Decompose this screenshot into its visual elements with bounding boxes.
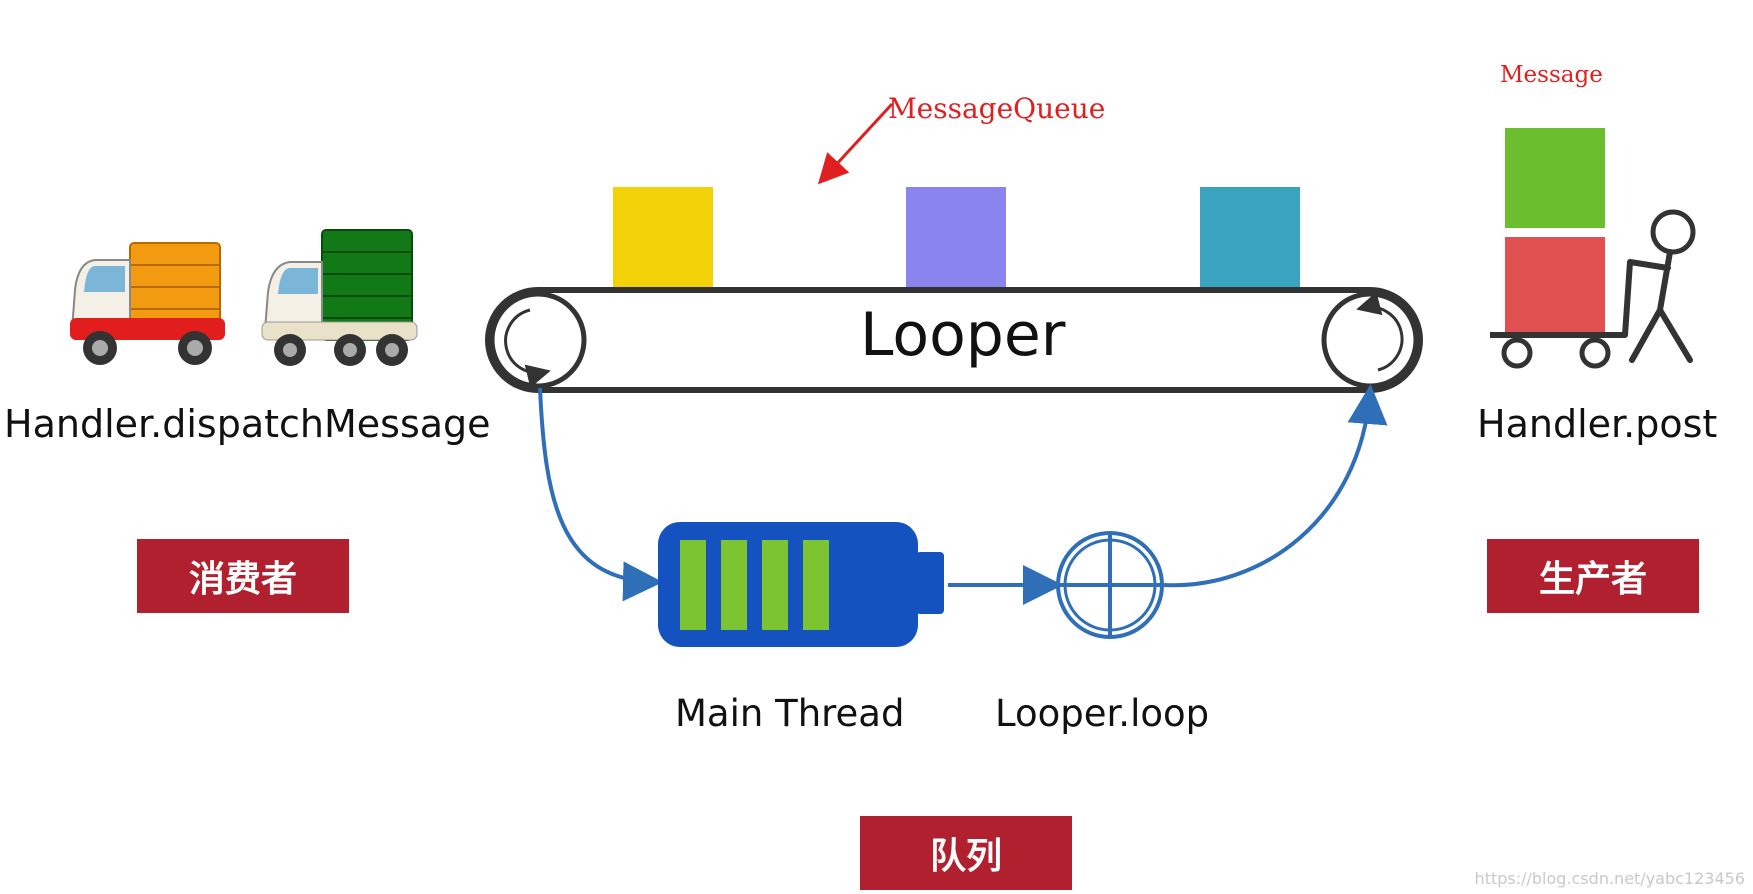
delivery-truck-orange-icon [70,242,225,365]
message-label: Message [1500,62,1603,88]
rotate-arrow-icon [504,308,551,388]
rotate-arrow-icon [1356,291,1404,372]
message-queue-pointer-arrow [817,102,894,185]
consumer-tag: 消费者 [137,539,349,613]
main-thread-label: Main Thread [675,692,905,735]
consumer-method-label: Handler.dispatchMessage [4,402,491,446]
battery-icon [658,522,944,647]
message-box-purple [906,187,1006,287]
person-pushing-cart-icon [1490,128,1696,369]
producer-tag: 生产者 [1487,539,1699,613]
producer-method-label: Handler.post [1477,402,1718,446]
flow-arrow-to-looper [1163,384,1388,588]
message-box-teal [1200,187,1300,287]
delivery-truck-green-icon [261,229,418,366]
looper-label: Looper [860,300,1066,370]
circle-cross-icon [1056,531,1164,639]
message-box-yellow [613,187,713,287]
flow-arrow-to-main-thread [538,387,663,602]
queue-tag: 队列 [860,816,1072,890]
looper-loop-label: Looper.loop [995,692,1210,735]
watermark: https://blog.csdn.net/yabc123456 [1474,869,1745,888]
message-queue-label: MessageQueue [888,92,1106,125]
